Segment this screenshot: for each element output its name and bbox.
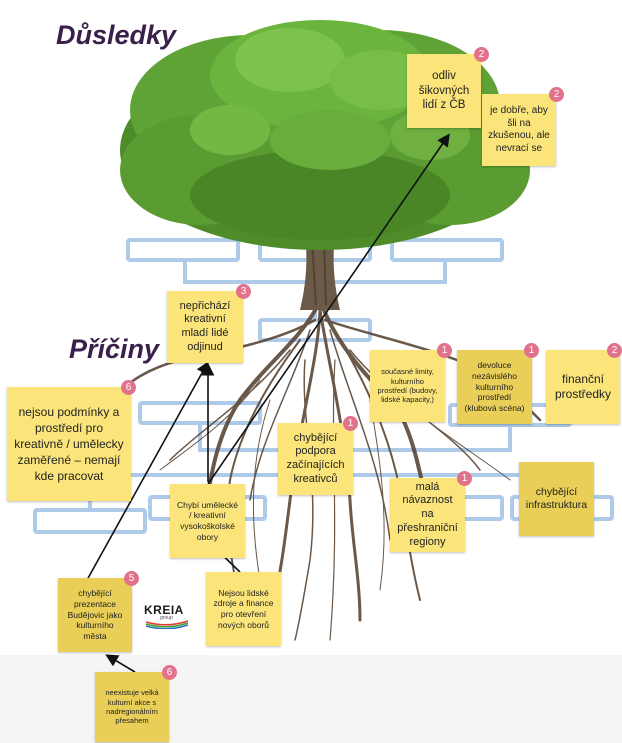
note-podminky[interactable]: nejsou podmínky a prostředí pro kreativn… bbox=[7, 387, 131, 501]
note-text: Nejsou lidské zdroje a finance pro otevř… bbox=[213, 587, 274, 630]
note-devoluce[interactable]: devoluce nezávislého kulturního prostřed… bbox=[457, 350, 532, 424]
note-text: je dobře, aby šli na zkušenou, ale nevra… bbox=[488, 105, 550, 154]
note-text: malá návaznost na přeshraniční regiony bbox=[397, 480, 458, 548]
note-badge: 3 bbox=[236, 284, 251, 299]
note-obory[interactable]: Chybí umělecké / kreativní vysokoškolské… bbox=[170, 484, 245, 558]
note-prezentace[interactable]: chybějící prezentace Budějovic jako kult… bbox=[58, 578, 132, 652]
note-financni[interactable]: finanční prostředky bbox=[546, 350, 620, 424]
note-odliv[interactable]: odliv šikovných lidí z ČB bbox=[407, 54, 481, 128]
note-text: devoluce nezávislého kulturního prostřed… bbox=[464, 360, 525, 413]
causes-title: Příčiny bbox=[69, 334, 160, 364]
note-badge: 1 bbox=[457, 471, 472, 486]
note-badge: 1 bbox=[437, 343, 452, 358]
note-badge: 1 bbox=[343, 416, 358, 431]
note-zdroje[interactable]: Nejsou lidské zdroje a finance pro otevř… bbox=[206, 572, 281, 646]
note-text: finanční prostředky bbox=[554, 372, 612, 401]
logo-swoosh bbox=[145, 620, 189, 629]
note-soucasne[interactable]: současné limity, kulturního prostředí (b… bbox=[370, 350, 445, 422]
note-podpora[interactable]: chybějící podpora začínajících kreativců bbox=[278, 423, 353, 495]
note-text: nepřichází kreativní mladí lidé odjinud bbox=[179, 299, 231, 353]
logo-sub: group bbox=[160, 615, 173, 621]
note-badge: 6 bbox=[121, 380, 136, 395]
kreia-logo: KREIA group bbox=[144, 603, 190, 629]
note-akce[interactable]: neexistuje velká kulturní akce s nadregi… bbox=[95, 672, 169, 742]
note-badge: 2 bbox=[549, 87, 564, 102]
note-text: chybějící infrastruktura bbox=[525, 485, 588, 511]
note-text: Chybí umělecké / kreativní vysokoškolské… bbox=[177, 499, 238, 542]
note-text: odliv šikovných lidí z ČB bbox=[418, 70, 470, 112]
note-text: nejsou podmínky a prostředí pro kreativn… bbox=[14, 404, 124, 484]
note-navaznost[interactable]: malá návaznost na přeshraniční regiony bbox=[390, 478, 465, 552]
note-infrastruktura[interactable]: chybějící infrastruktura bbox=[519, 462, 594, 536]
note-badge: 2 bbox=[474, 47, 489, 62]
logo-name: KREIA bbox=[144, 603, 184, 617]
note-neprichazi[interactable]: nepřichází kreativní mladí lidé odjinud bbox=[167, 291, 243, 363]
note-text: neexistuje velká kulturní akce s nadregi… bbox=[105, 688, 159, 726]
note-text: chybějící podpora začínajících kreativců bbox=[286, 431, 345, 485]
note-zkusenou[interactable]: je dobře, aby šli na zkušenou, ale nevra… bbox=[482, 94, 556, 166]
note-badge: 2 bbox=[607, 343, 622, 358]
consequences-title: Důsledky bbox=[56, 20, 177, 50]
note-badge: 1 bbox=[524, 343, 539, 358]
note-badge: 6 bbox=[162, 665, 177, 680]
note-text: současné limity, kulturního prostředí (b… bbox=[377, 367, 438, 405]
note-text: chybějící prezentace Budějovic jako kult… bbox=[67, 588, 123, 641]
note-badge: 5 bbox=[124, 571, 139, 586]
